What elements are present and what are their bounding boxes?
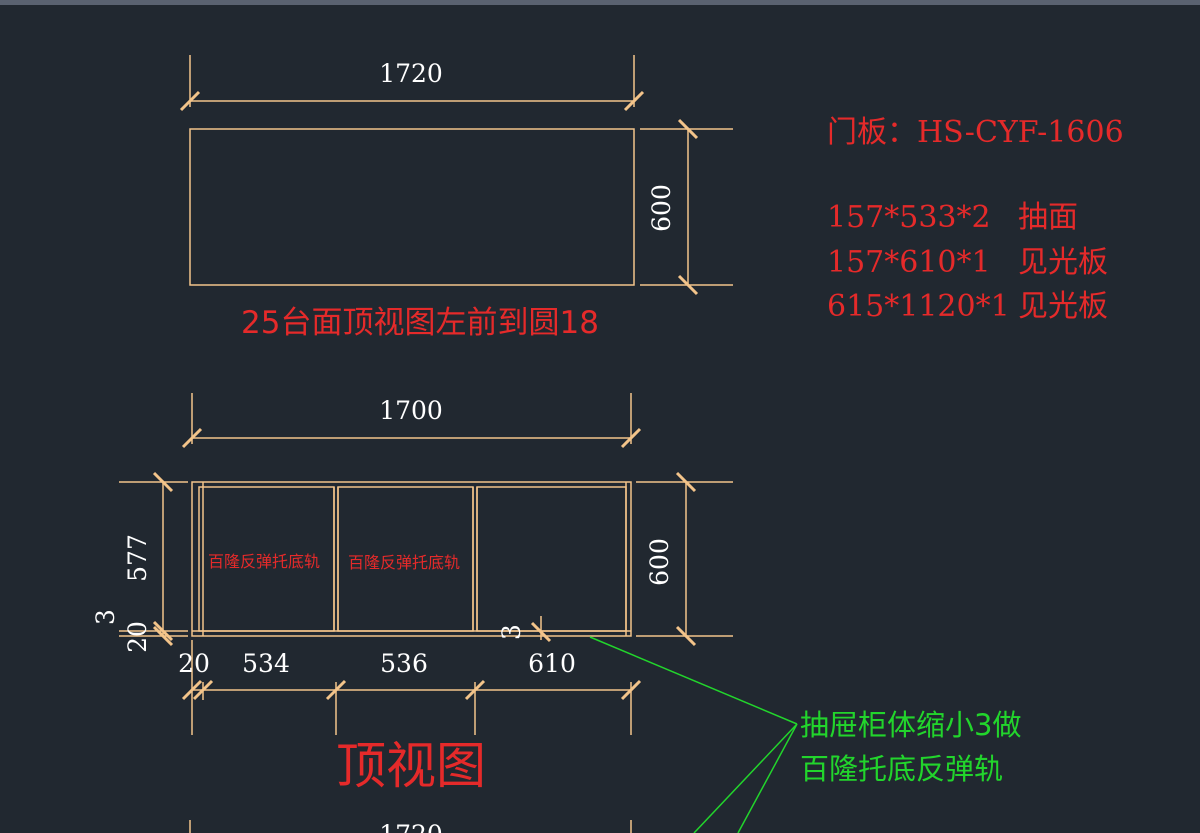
dim-tick — [152, 620, 174, 642]
drawer-2-rail-label: 百隆反弹托底轨 — [348, 553, 460, 572]
door-panel-title: 门板：HS-CYF-1606 — [827, 115, 1124, 150]
dim-tick — [530, 621, 552, 643]
door-row-2-size: 157*610*1 — [827, 245, 991, 280]
cabinet-outline — [191, 481, 632, 637]
drawer-box-1 — [198, 486, 335, 632]
dim-534-label: 534 — [242, 649, 290, 678]
annotation-line-1: 抽屉柜体缩小3做 — [800, 708, 1021, 742]
dim-577-label: 577 — [123, 534, 152, 582]
door-row-3-size: 615*1120*1 — [827, 289, 1010, 324]
dim-tick — [620, 427, 642, 449]
dim-536-label: 536 — [380, 649, 428, 678]
drawer-1-rail-label: 百隆反弹托底轨 — [208, 552, 320, 571]
dim-tick — [192, 679, 214, 701]
cabinet-top-view — [119, 393, 733, 833]
dim-600-label: 600 — [647, 184, 676, 232]
leader-line — [589, 636, 798, 725]
countertop-caption: 25台面顶视图左前到圆18 — [241, 305, 599, 341]
dim-tick — [677, 274, 699, 296]
dim-1720-label: 1720 — [379, 59, 443, 88]
dim-20-left-label: 20 — [123, 621, 152, 653]
countertop-outline — [189, 128, 635, 286]
dim-tick — [179, 90, 201, 112]
dim-gap-3-label: 3 — [497, 624, 526, 640]
dim-tick — [325, 679, 347, 701]
dim-tick — [620, 679, 642, 701]
next-view-dim-label: 1720 — [379, 820, 443, 833]
top-view-caption: 顶视图 — [336, 737, 486, 795]
dim-tick — [152, 471, 174, 493]
dim-tick — [675, 471, 697, 493]
dim-tick — [675, 625, 697, 647]
dim-tick — [181, 679, 203, 701]
leader-line — [737, 723, 798, 833]
rail-annotation-leaders — [589, 636, 798, 833]
annotation-line-2: 百隆托底反弹轨 — [800, 752, 1003, 786]
dim-tick — [623, 90, 645, 112]
dim-tick — [152, 625, 174, 647]
door-row-3-name: 见光板 — [1018, 289, 1108, 324]
drawer-box-2 — [337, 486, 474, 632]
dim-610-label: 610 — [528, 649, 576, 678]
dim-tick — [181, 427, 203, 449]
countertop-top-view — [179, 55, 733, 296]
door-row-2-name: 见光板 — [1018, 245, 1108, 280]
dim-600-right-label: 600 — [645, 538, 674, 586]
viewport-top-edge — [0, 0, 1200, 5]
dim-tick — [464, 679, 486, 701]
drawer-box-3 — [476, 486, 627, 632]
door-row-1-name: 抽面 — [1018, 200, 1078, 235]
door-row-1-size: 157*533*2 — [827, 200, 991, 235]
dim-1700-label: 1700 — [379, 396, 443, 425]
dim-3-left-label: 3 — [91, 609, 120, 625]
dim-20-bottom-label: 20 — [178, 649, 210, 678]
leader-line — [693, 723, 798, 833]
dim-tick — [677, 118, 699, 140]
